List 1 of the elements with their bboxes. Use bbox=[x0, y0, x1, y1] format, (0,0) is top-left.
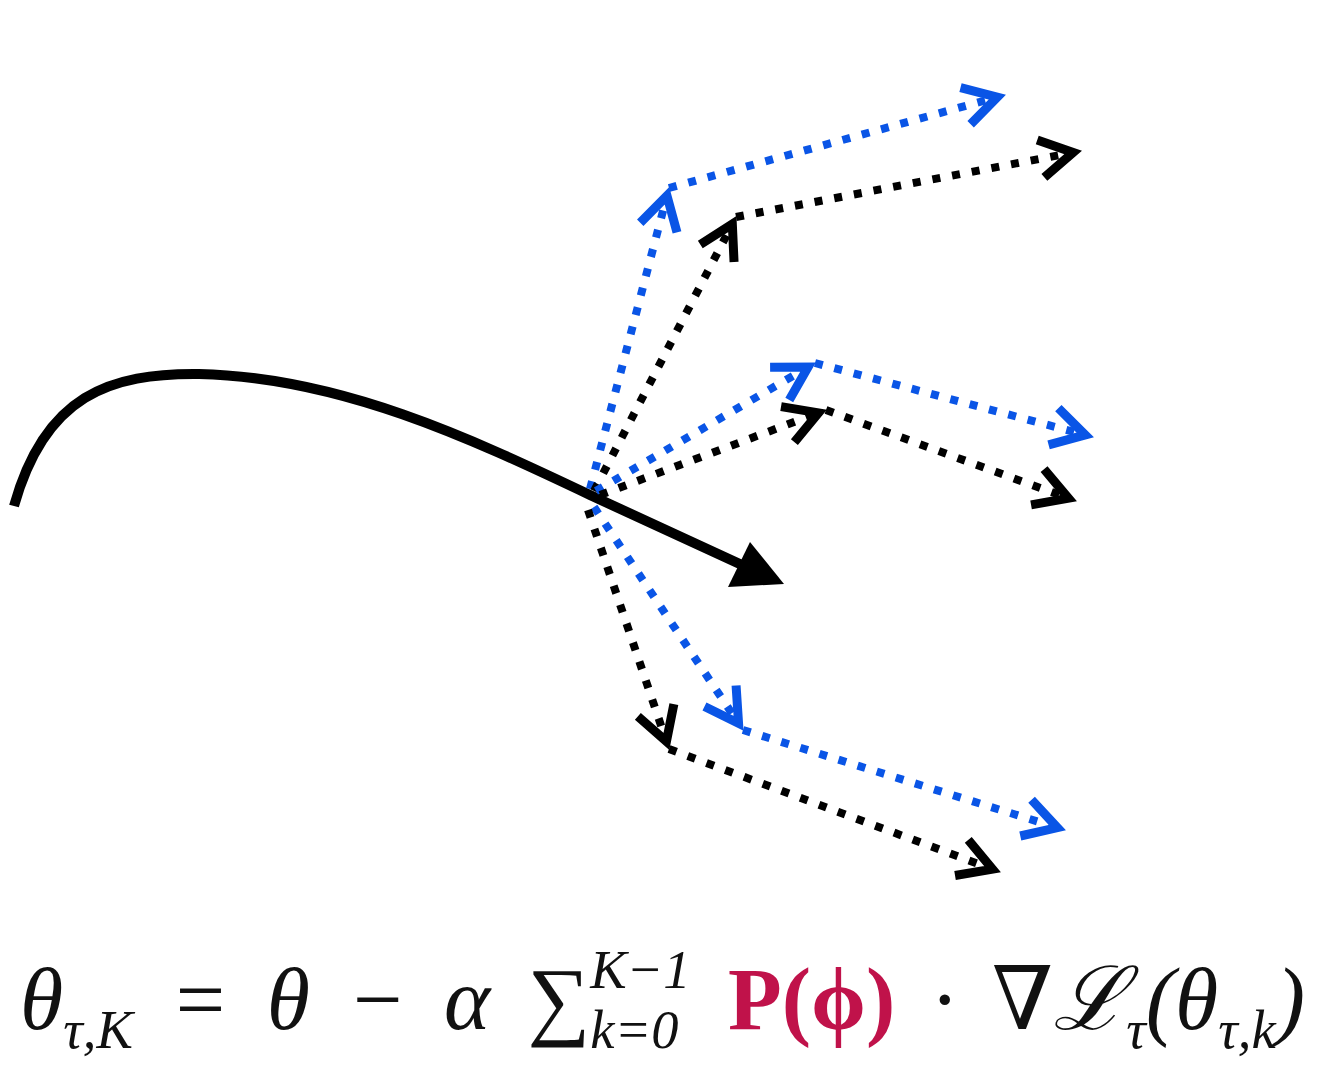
equation: θ$_{τ,K}$ = θ − α ∑$_{k=0}$$^{K−1}$ P(ϕ) · ∇ℒ$_{τ}$(θ$_{τ,k}$) bbox=[20, 943, 1305, 1063]
